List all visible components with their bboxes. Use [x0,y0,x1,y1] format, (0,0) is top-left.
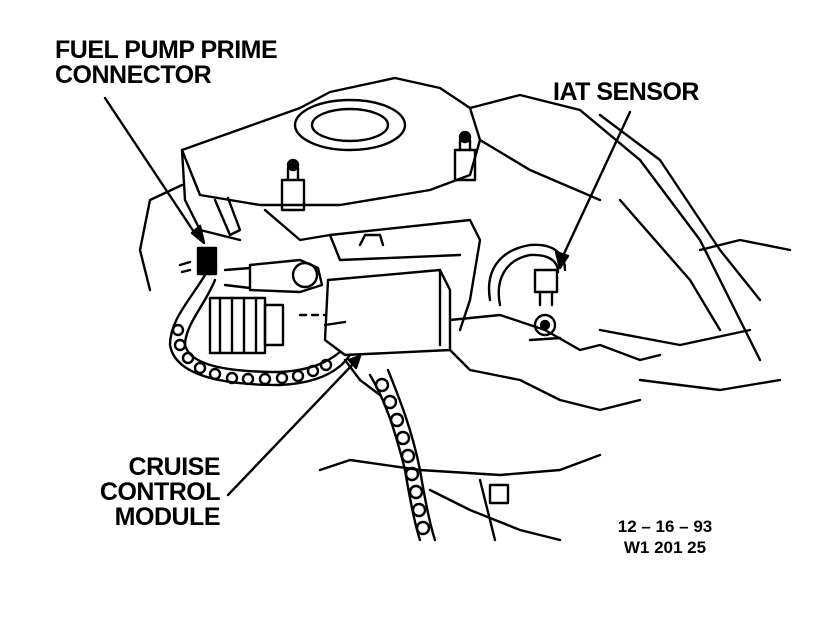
intake-duct [318,313,662,542]
fender-panel [598,113,792,392]
cruise-label-line3: MODULE [114,503,221,531]
wiring-harness [168,273,352,387]
fuel-pump-prime-connector-label: FUEL PUMP PRIME CONNECTOR [55,36,278,89]
figure-date: 12 – 16 – 93 [617,517,713,536]
fuel-pump-prime-label-line1: FUEL PUMP PRIME [55,36,278,64]
fuel-pump-prime-plug [178,246,218,276]
air-cleaner-housing [138,76,642,292]
left-harness-connector [208,296,285,355]
vacuum-connector [223,258,324,294]
iat-sensor [487,243,567,342]
figure-code-block: 12 – 16 – 93 W1 201 25 [610,516,720,559]
cruise-label-line1: CRUISE [128,453,221,481]
cruise-label-line2: CONTROL [99,478,221,506]
figure-code: W1 201 25 [623,538,707,558]
fuel-pump-prime-label-line2: CONNECTOR [55,61,212,89]
iat-sensor-label: IAT SENSOR [553,78,699,106]
leader-lines [103,96,632,497]
throttle-bracket [263,208,482,332]
cruise-control-module-label: CRUISE CONTROL MODULE [80,453,221,531]
mounting-studs [280,130,477,212]
